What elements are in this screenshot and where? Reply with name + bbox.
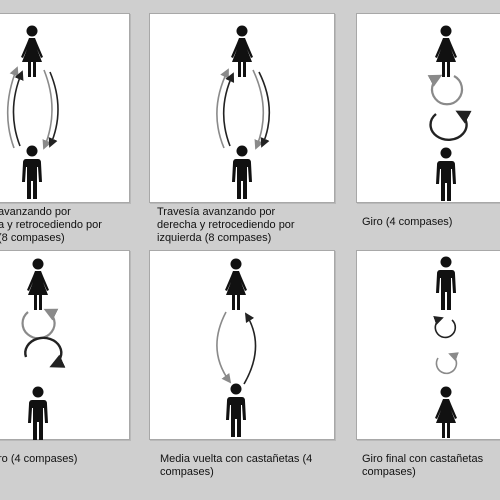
panel-traves-1 (0, 13, 130, 203)
arrow-icon (42, 69, 53, 150)
arrow-icon (48, 71, 59, 148)
man-icon (232, 145, 252, 199)
circle-arrow-icon (429, 110, 472, 141)
caption-giro-final: Giro final con castañetas compases) (362, 453, 484, 478)
arrow-icon (6, 66, 19, 149)
arrow-icon (216, 311, 232, 384)
caption-giro: Giro (4 compases) (362, 216, 453, 228)
circle-arrow-icon (24, 336, 66, 368)
caption-giro-2: ro (4 compases) (0, 453, 78, 465)
panel-giro (356, 13, 500, 203)
circle-arrow-icon (433, 316, 457, 339)
caption-traves-2: Travesía avanzando por derecha y retroce… (157, 206, 295, 244)
woman-icon (21, 25, 43, 77)
arrow-icon (243, 312, 257, 385)
man-icon (436, 256, 456, 310)
woman-icon (225, 258, 247, 310)
man-icon (22, 145, 42, 199)
woman-icon (231, 25, 253, 77)
circle-arrow-icon (435, 352, 459, 375)
woman-icon (435, 386, 457, 438)
panel-giro-2 (0, 250, 130, 440)
circle-arrow-icon (21, 308, 59, 340)
circle-arrow-icon (427, 74, 464, 106)
caption-traves-1: avanzando por a y retrocediendo por (8 c… (0, 206, 102, 244)
man-icon (436, 147, 456, 201)
arrow-icon (258, 71, 271, 148)
arrow-icon (216, 68, 229, 149)
woman-icon (27, 258, 49, 310)
arrow-icon (252, 69, 265, 150)
caption-media-vuelta: Media vuelta con castañetas (4 compases) (160, 453, 313, 478)
man-icon (28, 386, 48, 440)
arrow-icon (12, 70, 24, 147)
panel-giro-final (356, 250, 500, 440)
man-icon (226, 383, 246, 437)
woman-icon (435, 25, 457, 77)
arrow-icon (222, 72, 235, 147)
